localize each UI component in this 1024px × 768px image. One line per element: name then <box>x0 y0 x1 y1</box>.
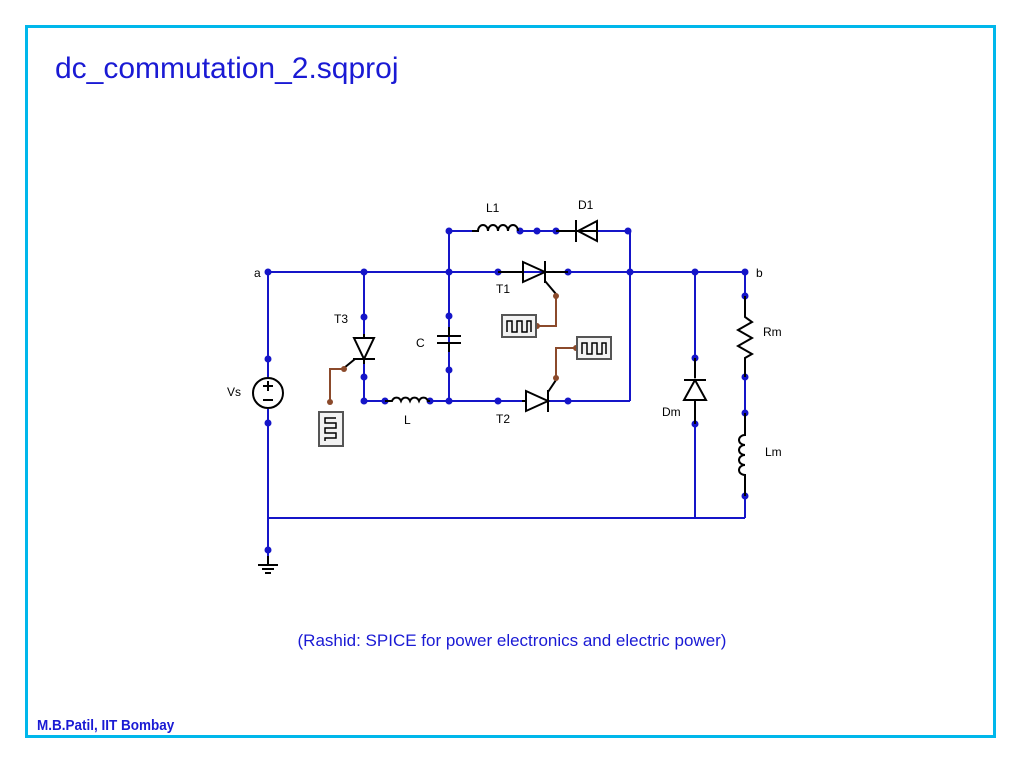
gate-dot-t3-src <box>327 399 333 405</box>
gate-wire-t2 <box>555 347 576 380</box>
label-dm: Dm <box>662 405 681 419</box>
label-t1: T1 <box>496 282 510 296</box>
gate-wire-t3 <box>329 368 344 402</box>
label-vs: Vs <box>227 385 241 399</box>
pulse-source-t3-icon[interactable] <box>318 411 344 447</box>
label-l1: L1 <box>486 201 500 215</box>
label-c: C <box>416 336 425 350</box>
voltage-source-vs[interactable] <box>252 377 284 409</box>
node-label-a: a <box>254 266 261 280</box>
capacitor-c[interactable] <box>437 327 461 352</box>
junction-dots <box>264 227 749 554</box>
label-t2: T2 <box>496 412 510 426</box>
inductor-l1[interactable] <box>472 224 519 232</box>
inductor-lm[interactable] <box>738 413 746 496</box>
pulse-source-t1-icon[interactable] <box>501 314 537 338</box>
diode-d1[interactable] <box>556 219 598 243</box>
label-t3: T3 <box>334 312 348 326</box>
pulse-source-t2-icon[interactable] <box>576 336 612 360</box>
ground-icon <box>258 556 278 574</box>
diode-dm[interactable] <box>682 358 708 424</box>
label-rm: Rm <box>763 325 782 339</box>
label-lm: Lm <box>765 445 782 459</box>
gate-dot-t3 <box>341 366 347 372</box>
label-l: L <box>404 413 411 427</box>
label-d1: D1 <box>578 198 594 212</box>
thyristor-t3[interactable] <box>343 334 376 369</box>
resistor-rm[interactable] <box>735 296 755 377</box>
slide-caption: (Rashid: SPICE for power electronics and… <box>297 631 727 650</box>
gate-dot-t1 <box>553 293 559 299</box>
gate-dot-t2 <box>553 375 559 381</box>
inductor-l[interactable] <box>385 396 430 404</box>
slide-author: M.B.Patil, IIT Bombay <box>37 717 175 734</box>
gate-wire-t1 <box>537 294 557 327</box>
slide-title: dc_commutation_2.sqproj <box>55 52 399 85</box>
node-label-b: b <box>756 266 763 280</box>
thyristor-t2[interactable] <box>522 379 557 413</box>
thyristor-t1[interactable] <box>498 260 568 295</box>
slide-frame <box>25 25 996 738</box>
